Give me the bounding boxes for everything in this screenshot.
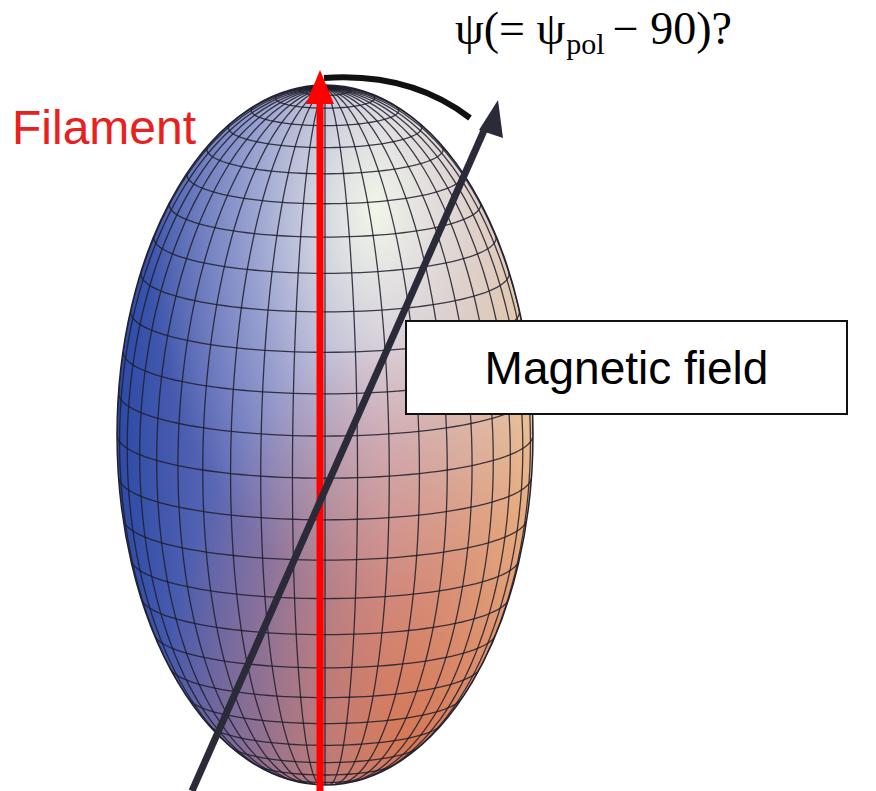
grid-line — [256, 765, 394, 775]
ellipsoid-outline — [117, 85, 533, 785]
field-arrow — [192, 126, 486, 791]
ellipsoid-highlight — [117, 85, 533, 785]
filament-arrow — [317, 100, 324, 791]
ellipsoid-body — [117, 85, 533, 785]
angle-formula: ψ(= ψ — [455, 3, 565, 54]
grid-line — [171, 670, 479, 697]
ellipsoid-shade — [117, 85, 533, 785]
grid-line — [155, 636, 495, 668]
grid-line — [120, 88, 325, 704]
field-arrowhead — [479, 100, 503, 138]
box-label: Magnetic field — [485, 341, 769, 395]
grid-line — [127, 88, 325, 761]
grid-line — [228, 123, 421, 147]
grid-line — [131, 560, 519, 598]
grid-line — [207, 145, 443, 173]
angle-subscript: pol — [566, 27, 604, 60]
angle-label: ψ(= ψpol − 90)? — [455, 2, 732, 61]
grid-line — [141, 272, 509, 312]
grid-line — [232, 748, 419, 763]
angle-arc — [324, 77, 470, 118]
grid-line — [142, 600, 508, 634]
grid-line — [123, 520, 526, 560]
angle-formula: − 90)? — [613, 3, 732, 54]
grid-line — [251, 106, 399, 126]
filament-label: Filament — [12, 100, 196, 155]
label-box: Magnetic field — [405, 320, 848, 415]
grid-line — [117, 435, 533, 478]
grid-line — [209, 726, 440, 745]
grid-line — [154, 236, 496, 273]
grid-line — [187, 172, 463, 204]
grid-line — [169, 201, 480, 237]
ellipsoid-grid — [117, 85, 533, 785]
